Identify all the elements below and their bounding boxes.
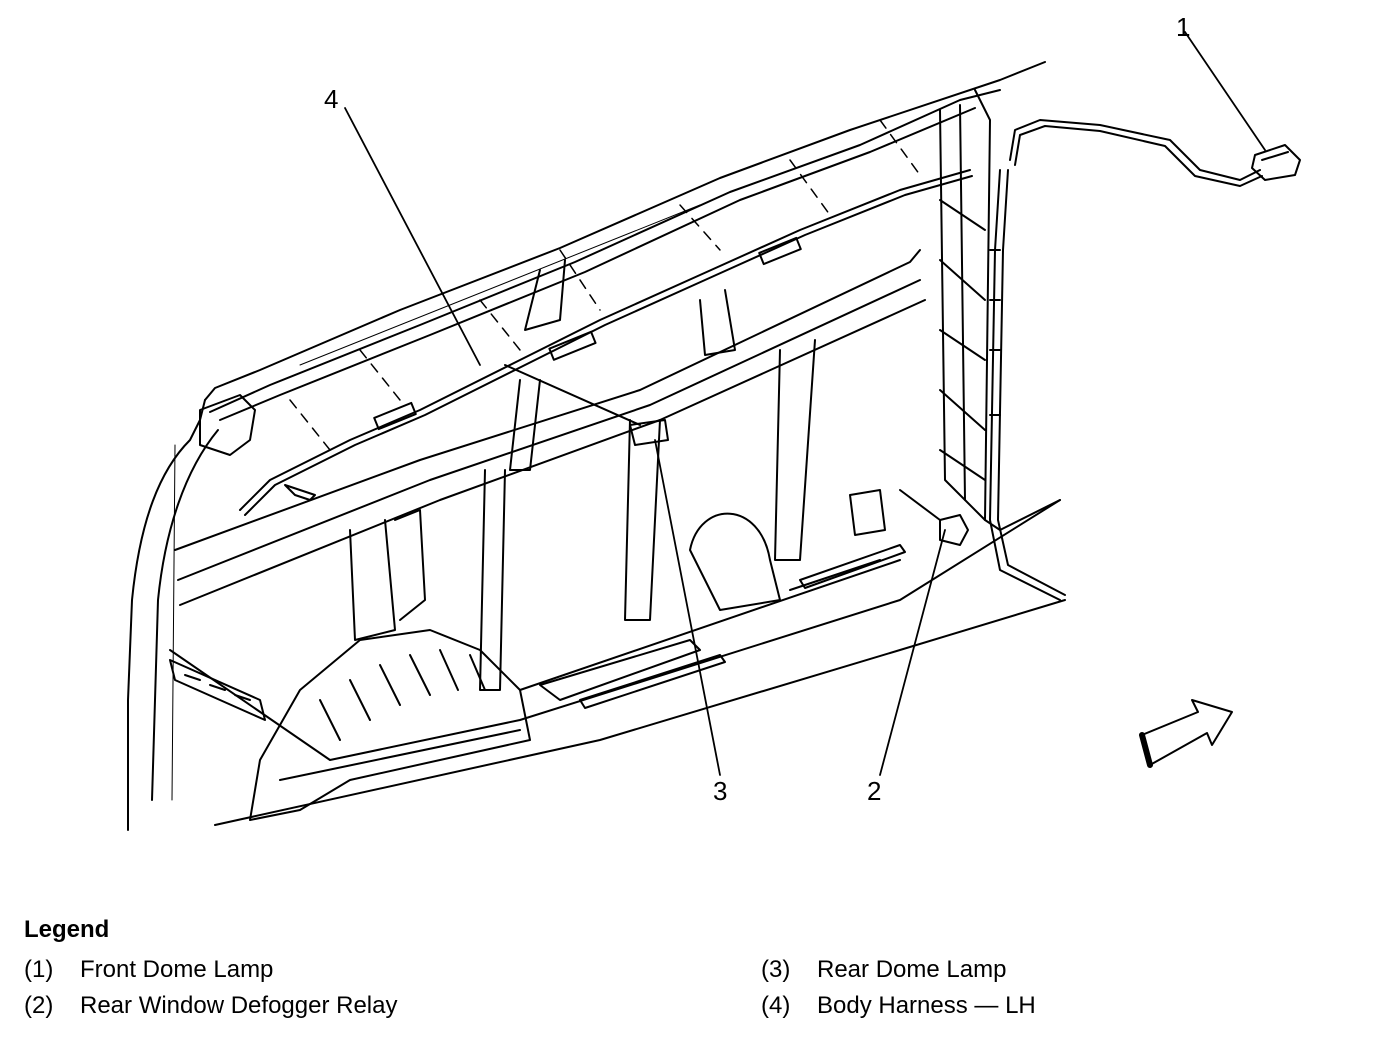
upper-side-rail	[174, 249, 926, 606]
forward-arrow-icon	[1139, 699, 1233, 768]
callout-4: 4	[324, 84, 339, 114]
roof-bows	[289, 119, 921, 451]
legend-item-1: (1) Front Dome Lamp	[24, 956, 273, 984]
callout-1: 1	[1176, 12, 1191, 42]
vehicle-body-diagram	[127, 31, 1301, 831]
legend-title: Legend	[24, 916, 110, 943]
pillars	[349, 259, 816, 691]
legend-item-4: (4) Body Harness — LH	[761, 992, 1036, 1020]
legend-item-number: (3)	[761, 956, 791, 983]
front-wheelhouse	[249, 629, 531, 821]
floor-rocker	[169, 499, 1066, 826]
legend-item-label: Rear Dome Lamp	[817, 956, 1007, 983]
body-harness	[239, 169, 973, 516]
legend-item-2: (2) Rear Window Defogger Relay	[24, 992, 397, 1020]
roof-rail	[204, 61, 1046, 421]
wheel-well	[689, 512, 781, 611]
legend: Legend (1) Front Dome Lamp (2) Rear Window…	[24, 916, 1364, 1036]
front-pillar	[127, 394, 256, 831]
legend-item-3: (3) Rear Dome Lamp	[761, 956, 1006, 984]
front-dome-lamp	[1251, 144, 1301, 181]
legend-grid: (1) Front Dome Lamp (2) Rear Window Defogg…	[24, 956, 1364, 1036]
front-harness	[989, 119, 1263, 601]
front-floor	[169, 659, 266, 721]
rear-dome-lamp	[504, 364, 669, 446]
legend-item-number: (2)	[24, 992, 54, 1019]
legend-item-label: Front Dome Lamp	[80, 956, 274, 983]
legend-item-number: (4)	[761, 992, 791, 1019]
legend-item-label: Rear Window Defogger Relay	[80, 992, 398, 1019]
leader-lines	[344, 31, 1266, 776]
legend-item-number: (1)	[24, 956, 54, 983]
legend-item-label: Body Harness — LH	[817, 992, 1036, 1019]
callout-3: 3	[713, 776, 728, 806]
callout-2: 2	[867, 776, 882, 806]
defogger-relay	[849, 489, 969, 546]
